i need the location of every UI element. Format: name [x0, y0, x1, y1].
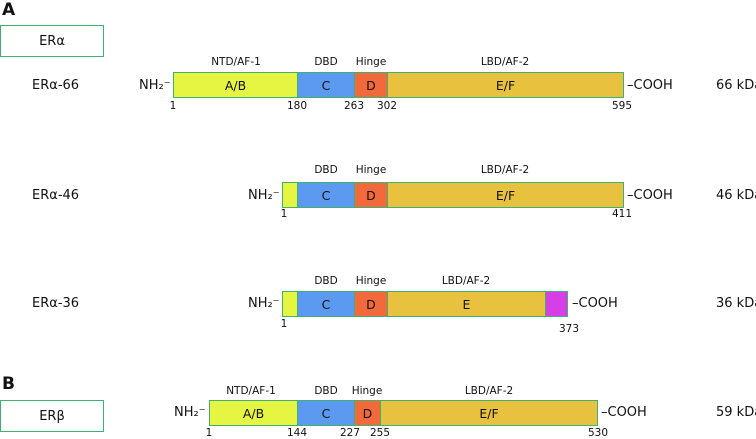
c-terminus: –COOH [572, 296, 618, 311]
segment-d: D [354, 182, 388, 208]
molecular-weight: 59 kDa [716, 405, 756, 420]
domain-label-dbd: DBD [314, 275, 338, 287]
residue-number: 1 [205, 427, 213, 439]
molecular-weight: 36 kDa [716, 296, 756, 311]
n-terminus: NH₂⁻ [174, 405, 206, 420]
segment-c: C [297, 72, 355, 98]
segment-c: C [297, 182, 355, 208]
segment-ab: A/B [173, 72, 298, 98]
segment-ef: E/F [387, 72, 624, 98]
domain-label-lbd: LBD/AF-2 [441, 275, 491, 287]
molecular-weight: 46 kDa [716, 188, 756, 203]
domain-label-hinge: Hinge [355, 164, 387, 176]
c-terminus: –COOH [627, 188, 673, 203]
residue-number: 263 [343, 100, 365, 112]
molecular-weight: 66 kDa [716, 78, 756, 93]
domain-label-ntd: NTD/AF-1 [226, 385, 276, 397]
residue-number: 144 [286, 427, 308, 439]
isoform-name: ERα-36 [32, 296, 80, 311]
n-terminus: NH₂⁻ [248, 188, 280, 203]
residue-number: 411 [611, 208, 633, 220]
residue-number: 595 [611, 100, 633, 112]
segment-e: E [387, 291, 546, 317]
segment-unique-c-terminal [545, 291, 568, 317]
c-terminus: –COOH [601, 405, 647, 420]
panel-b-label: B [2, 374, 15, 394]
segment-d: D [354, 291, 388, 317]
domain-label-ntd: NTD/AF-1 [211, 56, 261, 68]
residue-number: 1 [169, 100, 177, 112]
segment-ef: E/F [380, 400, 598, 426]
domain-label-hinge: Hinge [355, 275, 387, 287]
panel-a-label: A [2, 0, 16, 20]
domain-label-dbd: DBD [314, 164, 338, 176]
c-terminus: –COOH [627, 78, 673, 93]
isoform-name: ERα-66 [32, 78, 80, 93]
residue-number: 1 [280, 318, 288, 330]
segment-c: C [297, 291, 355, 317]
residue-number: 302 [376, 100, 398, 112]
domain-label-hinge: Hinge [351, 385, 383, 397]
domain-label-lbd: LBD/AF-2 [480, 164, 530, 176]
residue-number: 180 [286, 100, 308, 112]
n-terminus: NH₂⁻ [139, 78, 171, 93]
segment-c: C [297, 400, 355, 426]
n-terminus: NH₂⁻ [248, 296, 280, 311]
isoform-name: ERα-46 [32, 188, 80, 203]
domain-label-hinge: Hinge [355, 56, 387, 68]
segment-ef: E/F [387, 182, 624, 208]
segment-d: D [354, 400, 381, 426]
segment-ab: A/B [209, 400, 298, 426]
segment-d: D [354, 72, 388, 98]
segment-ab-short [282, 182, 298, 208]
domain-label-dbd: DBD [314, 385, 338, 397]
residue-number: 227 [339, 427, 361, 439]
residue-number: 1 [280, 208, 288, 220]
segment-ab-short [282, 291, 298, 317]
domain-label-dbd: DBD [314, 56, 338, 68]
residue-number: 373 [558, 323, 580, 335]
er-alpha-box: ERα [0, 25, 104, 57]
residue-number: 530 [587, 427, 609, 439]
domain-label-lbd: LBD/AF-2 [464, 385, 514, 397]
residue-number: 255 [369, 427, 391, 439]
domain-label-lbd: LBD/AF-2 [480, 56, 530, 68]
er-beta-box: ERβ [0, 400, 104, 432]
